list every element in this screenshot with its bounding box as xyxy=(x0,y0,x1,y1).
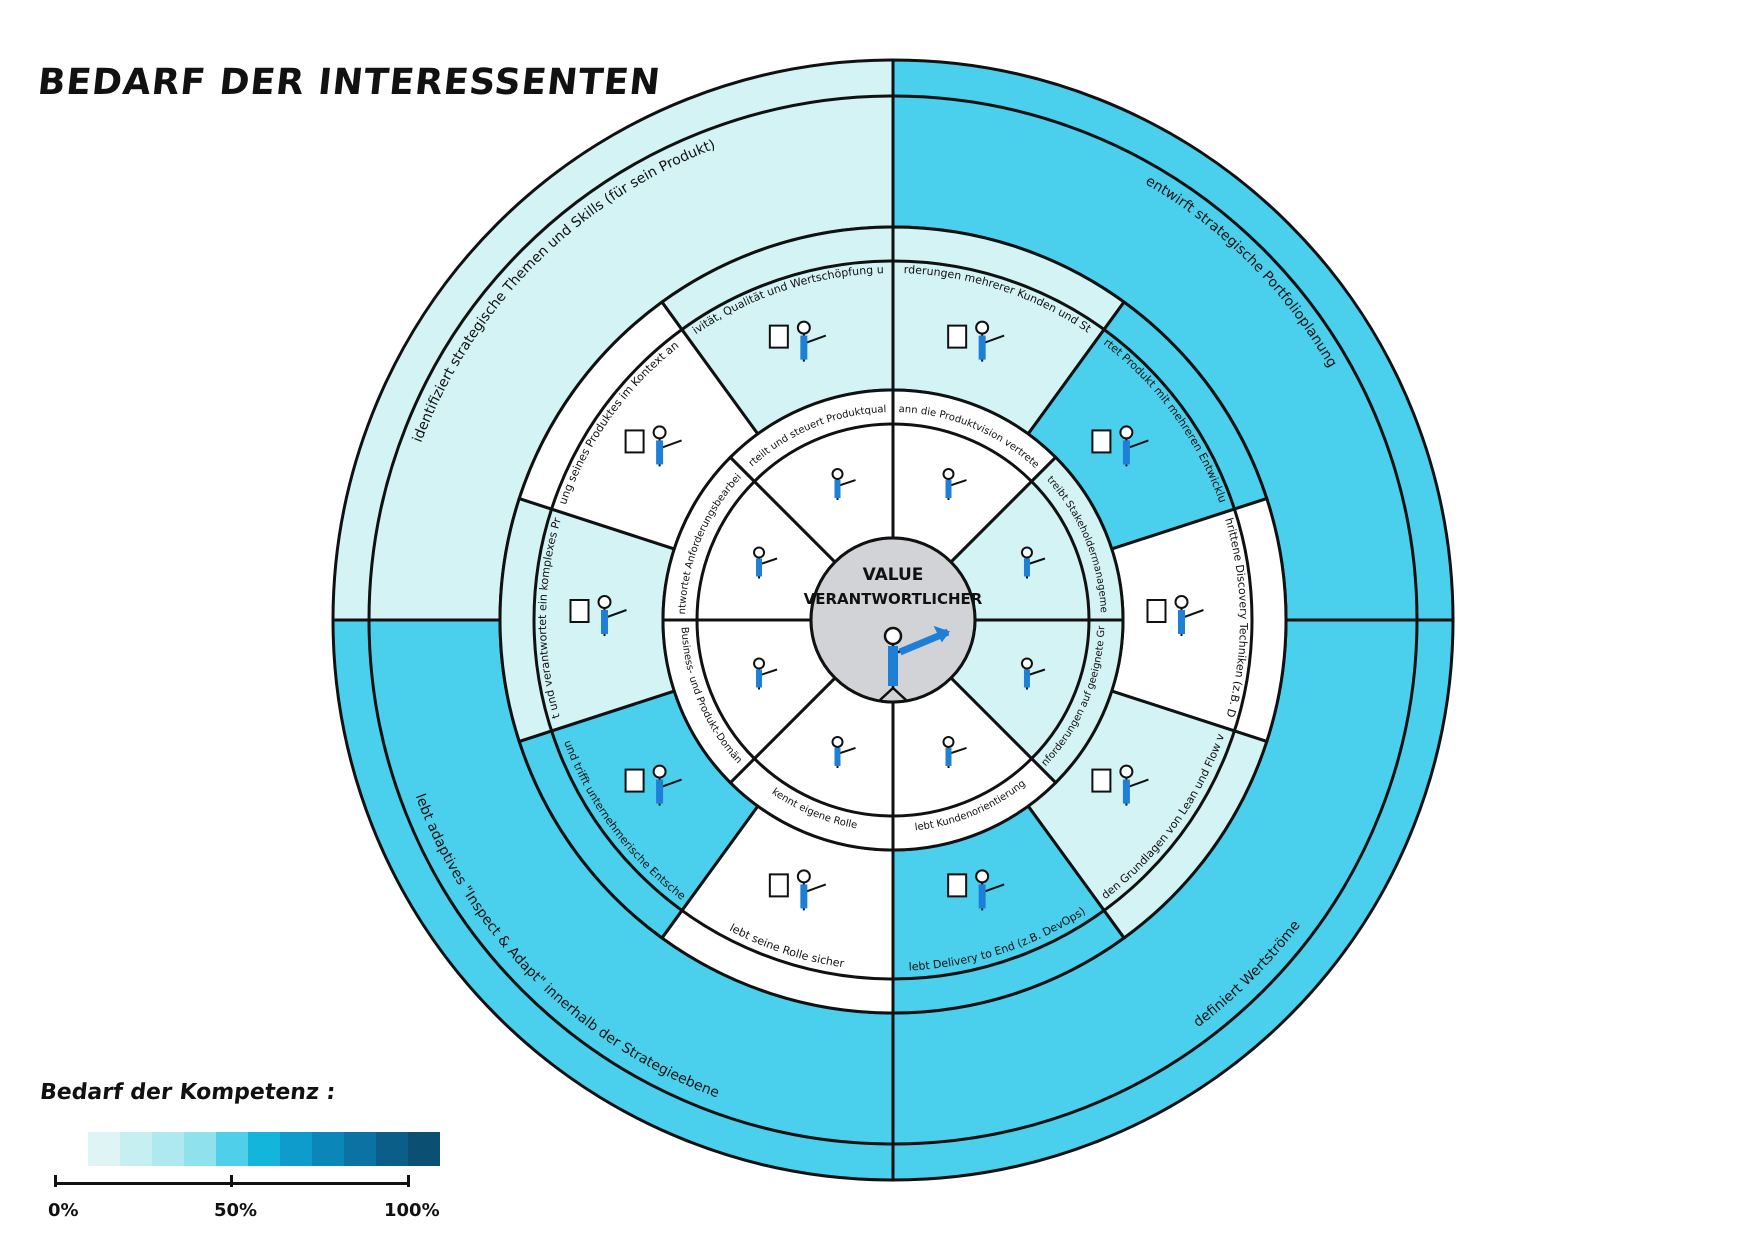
inner-sketch-icon-7 xyxy=(831,468,856,501)
middle-sketch-icon-9 xyxy=(768,320,827,362)
legend-swatch-3 xyxy=(184,1132,216,1166)
middle-sketch-icon-4 xyxy=(947,869,1005,911)
outer-ring-guide xyxy=(367,94,1419,1146)
legend-title: Bedarf der Kompetenz : xyxy=(38,1080,337,1105)
inner-ring-guide xyxy=(695,422,1091,818)
inner-sketch-icon-6 xyxy=(753,546,778,579)
center-title-line2: VERANTWORTLICHER xyxy=(804,590,983,608)
middle-sketch-icon-3 xyxy=(1091,764,1149,806)
legend-tick-label-0: 0% xyxy=(48,1200,79,1221)
inner-sketch-icon-4 xyxy=(831,735,856,768)
legend-tick-label-100: 100% xyxy=(384,1200,440,1221)
legend-tick-0 xyxy=(54,1175,57,1187)
middle-ring-guide xyxy=(532,259,1254,981)
inner-sketch-icon-2 xyxy=(1020,657,1046,690)
legend-color-scale xyxy=(88,1132,440,1166)
legend: Bedarf der Kompetenz : 0% 50% 100% xyxy=(38,1080,440,1230)
legend-swatch-5 xyxy=(248,1132,280,1166)
legend-swatch-6 xyxy=(280,1132,312,1166)
legend-swatch-2 xyxy=(152,1132,184,1166)
middle-sketch-icon-8 xyxy=(624,425,682,467)
legend-swatch-4 xyxy=(216,1132,248,1166)
inner-sketch-icon-0 xyxy=(942,468,967,501)
inner-sketch-icon-1 xyxy=(1020,546,1046,579)
center-title-line1: VALUE xyxy=(863,565,924,585)
middle-sketch-icon-5 xyxy=(768,869,827,911)
legend-tick-label-50: 50% xyxy=(214,1200,258,1221)
middle-sketch-icon-7 xyxy=(569,595,627,636)
legend-swatch-10 xyxy=(408,1132,440,1166)
inner-sketch-icon-3 xyxy=(942,735,967,768)
legend-swatch-0 xyxy=(88,1132,120,1166)
middle-sketch-icon-0 xyxy=(947,320,1005,362)
legend-axis: 0% 50% 100% xyxy=(48,1175,440,1221)
legend-tick-100 xyxy=(407,1175,410,1187)
legend-swatch-9 xyxy=(376,1132,408,1166)
legend-swatch-8 xyxy=(344,1132,376,1166)
legend-swatch-7 xyxy=(312,1132,344,1166)
middle-sketch-icon-1 xyxy=(1091,425,1149,467)
middle-sketch-icon-6 xyxy=(624,764,682,806)
legend-swatch-1 xyxy=(120,1132,152,1166)
value-owner-figure-icon xyxy=(879,625,951,701)
center-hub xyxy=(809,536,977,704)
inner-sketch-icon-5 xyxy=(753,657,778,690)
legend-tick-50 xyxy=(230,1175,233,1187)
middle-sketch-icon-2 xyxy=(1146,595,1204,636)
